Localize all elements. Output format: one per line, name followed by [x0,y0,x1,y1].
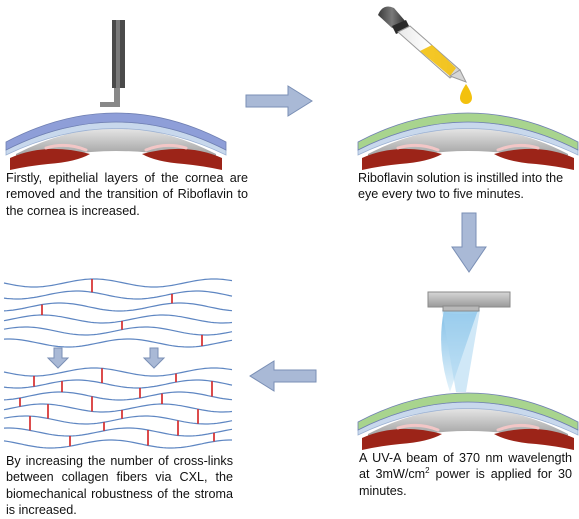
arrow-down-icon [451,212,487,273]
collagen-fiber [3,326,233,336]
collagen-fiber [3,379,233,389]
pipette-icon [378,6,472,104]
iris-right [142,148,222,170]
step-1-caption: Firstly, epithelial layers of the cornea… [6,171,248,218]
anterior-chamber [16,128,216,166]
cornea-outer-layer [357,112,579,151]
anterior-chamber [368,128,568,166]
iris-left [10,148,90,170]
iris-left [362,148,442,170]
collagen-fiber [3,290,233,300]
collagen-fiber [3,367,233,377]
collagen-fiber [3,338,233,348]
collagen-fiber [3,302,233,312]
lens-highlight [396,423,440,432]
lens-highlight [396,143,440,152]
riboflavin-drop-icon [460,84,472,104]
collagen-fiber [3,427,233,437]
lens-highlight [496,423,540,432]
iris-right [494,428,574,450]
iris-right [494,148,574,170]
collagen-fiber [3,415,233,425]
uv-lamp-icon [427,291,511,392]
collagen-fiber [3,439,232,449]
anterior-chamber [368,408,568,446]
collagen-fiber [3,403,233,413]
collagen-fibers-before [3,278,233,348]
lens-highlight [44,143,88,152]
lens-highlight [144,143,188,152]
collagen-fiber [3,314,233,324]
eye-riboflavin-instillation [357,112,579,170]
iris-left [362,428,442,450]
eye-uv-irradiation [357,392,579,450]
surgical-blade-icon [100,20,125,107]
cornea-outer-layer [357,392,579,431]
small-arrow-down-icon [142,347,166,369]
step-3-caption: A UV-A beam of 370 nm wavelength at 3mW/… [359,451,573,498]
step-4-caption: By increasing the number of cross-links … [6,454,233,518]
arrow-left-icon [249,360,317,392]
eye-epithelium-removal [5,112,227,170]
small-arrow-down-icon [46,347,70,369]
collagen-fiber [3,391,233,401]
cornea-outer-layer [5,112,227,151]
arrow-right-icon [245,85,313,117]
lens-highlight [496,143,540,152]
collagen-fibers-after [3,367,233,449]
step-2-caption: Riboflavin solution is instilled into th… [358,171,564,202]
collagen-fiber [3,278,233,288]
